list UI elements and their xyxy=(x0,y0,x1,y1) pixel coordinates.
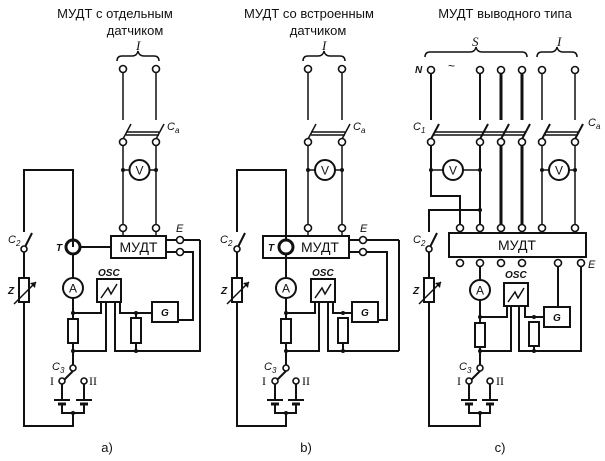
switch-c3 xyxy=(276,370,287,381)
sensor-label: T xyxy=(56,243,63,254)
bus-brace-S xyxy=(424,46,528,58)
bus-brace-I xyxy=(536,46,578,58)
earth-label: E xyxy=(360,223,368,235)
ammeter-label: A xyxy=(282,282,290,296)
diagram-c-caption: c) xyxy=(495,440,506,455)
bus-label-I: I xyxy=(556,34,562,49)
supply-terminal xyxy=(151,64,161,74)
diagram-a-caption: a) xyxy=(101,440,113,455)
source-I-label: I xyxy=(50,374,54,388)
breaker-label: Ca xyxy=(167,121,180,135)
mudt-label: МУДТ xyxy=(498,237,536,253)
mudt-label: МУДТ xyxy=(120,239,158,255)
diagram-b: МУДТ со встроенным датчиком I Ca V T МУД… xyxy=(220,6,400,455)
osc-label: OSC xyxy=(505,270,527,281)
sensor-label: T xyxy=(268,243,275,254)
generator-label: G xyxy=(361,308,369,319)
diagram-a-title-line1: МУДТ с отдельным xyxy=(57,6,173,21)
breaker-blade xyxy=(341,123,351,140)
impedance-label: Z xyxy=(220,286,228,297)
ac-symbol: ~ xyxy=(448,59,455,73)
switch-c2-label: C2 xyxy=(220,234,233,248)
voltmeter xyxy=(128,159,151,181)
diagram-c-title: МУДТ выводного типа xyxy=(438,6,572,21)
switch-c2-label: C2 xyxy=(413,234,426,248)
supply-terminal xyxy=(118,64,128,74)
voltmeter xyxy=(314,159,336,181)
mudt-device xyxy=(448,232,587,258)
source-I-label: I xyxy=(262,374,266,388)
supply-lines xyxy=(426,65,580,120)
diagram-c: МУДТ выводного типа S I N ~ xyxy=(412,6,601,455)
breaker-label: Ca xyxy=(353,121,366,135)
voltmeter-label: V xyxy=(135,164,143,178)
generator xyxy=(151,301,179,323)
diagram-b-title-line2: датчиком xyxy=(290,23,347,38)
impedance-label: Z xyxy=(7,286,15,297)
switch-c3-label: C3 xyxy=(52,361,65,375)
breakers xyxy=(426,123,584,147)
source-I-label: I xyxy=(457,374,461,388)
breaker-blade xyxy=(155,123,165,140)
neutral-label: N xyxy=(415,65,423,76)
bus-label-S: S xyxy=(472,34,479,49)
osc-label: OSC xyxy=(312,268,334,279)
resistor xyxy=(130,317,142,344)
resistor xyxy=(337,317,349,344)
switch-c2-label: C2 xyxy=(8,234,21,248)
bus-brace xyxy=(116,50,160,62)
breaker-c1-label: C1 xyxy=(413,121,425,135)
diagram-b-caption: b) xyxy=(300,440,312,455)
voltmeter xyxy=(548,159,570,181)
generator-label: G xyxy=(161,308,169,319)
generator-label: G xyxy=(553,313,561,324)
diagram-b-title-line1: МУДТ со встроенным xyxy=(244,6,374,21)
diagram-a: МУДТ с отдельным датчиком I Ca V МУДТ xyxy=(7,6,201,455)
bus-label-I: I xyxy=(135,38,141,53)
ammeter-label: A xyxy=(69,282,77,296)
voltmeter-label: V xyxy=(449,164,457,178)
voltmeter xyxy=(442,159,464,181)
source-II-label: II xyxy=(89,374,97,388)
source-II-label: II xyxy=(302,374,310,388)
diagram-a-title-line2: датчиком xyxy=(107,23,164,38)
ammeter-label: A xyxy=(476,284,484,298)
shunt-resistor xyxy=(280,318,292,344)
bus-label-I: I xyxy=(321,38,327,53)
mudt-label: МУДТ xyxy=(301,239,339,255)
resistor xyxy=(528,321,540,347)
switch-c3-label: C3 xyxy=(459,361,472,375)
source-II-label: II xyxy=(496,374,504,388)
earth-label: E xyxy=(588,259,596,271)
bus-brace xyxy=(302,50,346,62)
osc-label: OSC xyxy=(98,268,120,279)
shunt-resistor xyxy=(67,318,79,344)
impedance-label: Z xyxy=(412,286,420,297)
voltmeter-label: V xyxy=(321,164,329,178)
generator xyxy=(351,301,379,323)
switch-c3-label: C3 xyxy=(264,361,277,375)
earth-label: E xyxy=(176,223,184,235)
switch-c3 xyxy=(63,370,74,381)
breaker-ca-label: Ca xyxy=(588,117,601,131)
voltmeter-label: V xyxy=(555,164,563,178)
switch-c3 xyxy=(470,370,481,381)
shunt-resistor xyxy=(474,322,486,348)
